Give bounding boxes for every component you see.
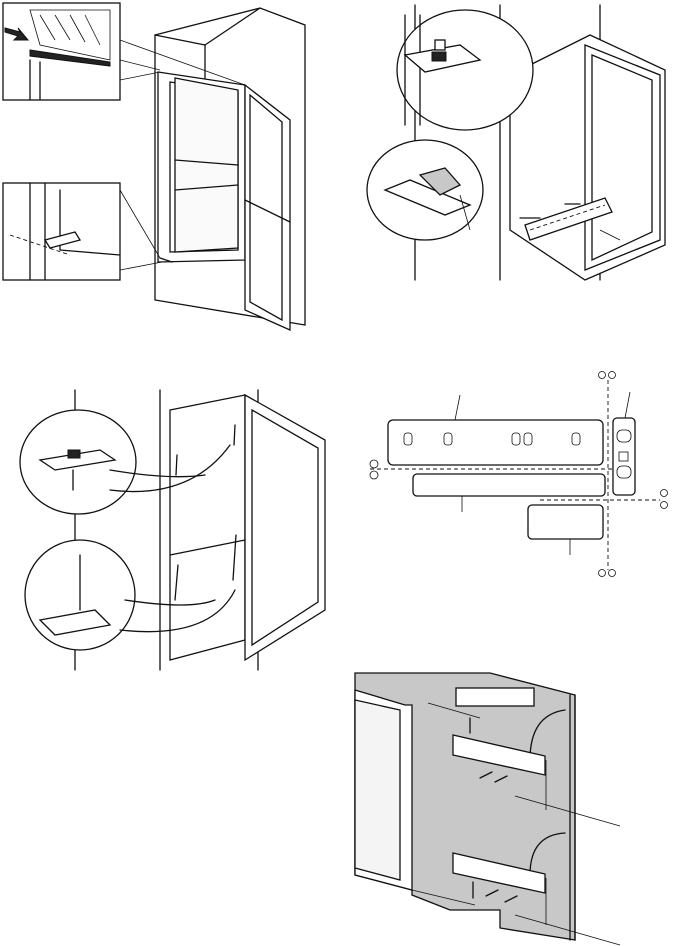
fig-door-bracket-mounting bbox=[354, 672, 621, 946]
vent-grille-icon bbox=[524, 197, 613, 241]
hinge-cover-icon bbox=[403, 14, 482, 126]
fig-screw-mounting bbox=[19, 389, 326, 671]
arrow-icon bbox=[4, 27, 30, 41]
dimension-arrow-icon bbox=[514, 795, 621, 827]
fig-cut-bracket-parts bbox=[369, 371, 668, 577]
label-box bbox=[455, 687, 535, 707]
hinge-icon bbox=[9, 182, 121, 281]
seal-detail bbox=[4, 9, 111, 101]
fig-door-seal-and-hinge bbox=[2, 2, 306, 332]
screw-icon bbox=[38, 424, 237, 601]
fig-hinge-cover-and-vent bbox=[366, 4, 666, 281]
bracket-icon bbox=[452, 734, 546, 776]
scissors-icon bbox=[369, 371, 668, 577]
bracket-slots bbox=[403, 429, 632, 479]
